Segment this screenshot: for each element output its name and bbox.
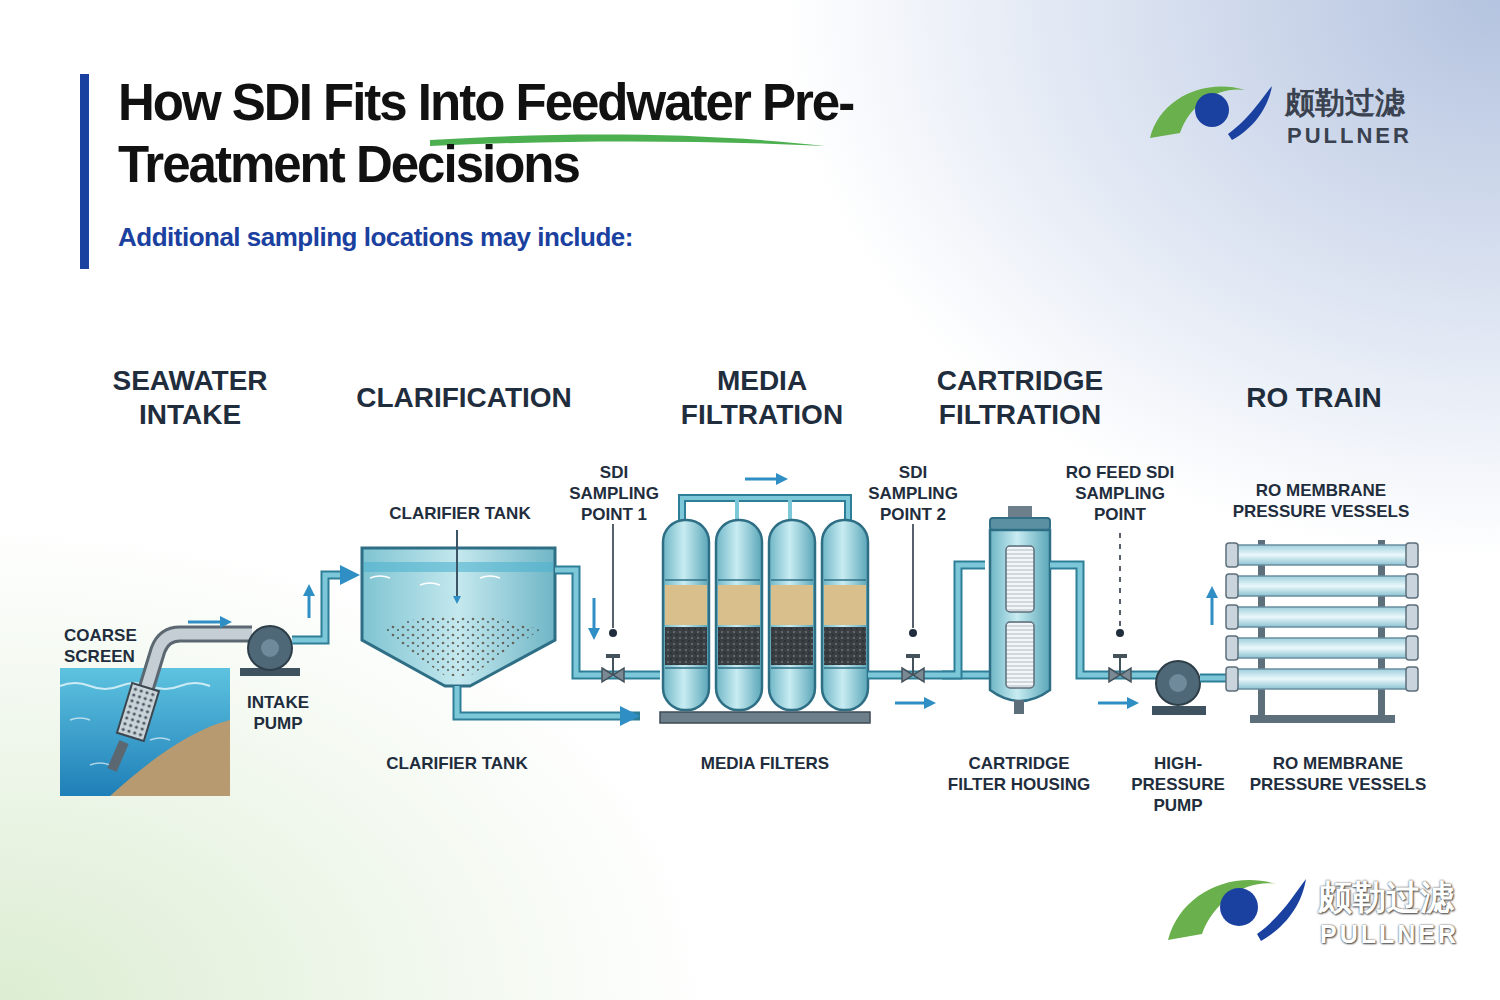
ro-pressure-vessel [1226,574,1238,598]
part-label: HIGH-PRESSURE PUMP [1108,753,1248,816]
ro-pressure-vessel [1226,636,1238,660]
sampling-label: SDI SAMPLING POINT 2 [863,462,963,525]
stage-heading: CARTRIDGE FILTRATION [915,364,1125,432]
media-filter-vessel [771,627,813,665]
part-label: COARSE SCREEN [64,625,144,667]
media-filter-vessel [665,667,707,669]
part-label: RO MEMBRANE PRESSURE VESSELS [1226,480,1416,522]
logo-text: PULLNER [1287,123,1437,149]
media-filter-vessel [718,667,760,669]
media-filter-vessel [824,627,866,665]
ro-pressure-vessel [1232,638,1412,658]
part-label: CLARIFIER TANK [370,503,550,524]
page-subtitle: Additional sampling locations may includ… [118,222,633,253]
sampling-label: SDI SAMPLING POINT 1 [564,462,664,525]
media-filter-vessel [718,585,760,625]
page-title: How SDI Fits Into Feedwater Pre-Treatmen… [118,72,878,196]
media-filter-vessel [824,667,866,669]
ro-pressure-vessel [1406,543,1418,567]
watermark: 颇勒过滤 [1318,878,1488,916]
media-filter-vessel [771,667,813,669]
media-filter-vessel [824,585,866,625]
ro-pressure-vessel [1406,636,1418,660]
media-filter-vessel [824,579,866,581]
stage-heading: MEDIA FILTRATION [662,364,862,432]
ro-pressure-vessel [1232,669,1412,689]
media-filter-vessel [665,627,707,665]
ro-pressure-vessel [1232,576,1412,596]
media-filter-vessel [769,520,815,710]
ro-pressure-vessel [1226,667,1238,691]
stage-heading: SEAWATER INTAKE [95,364,285,432]
part-label: INTAKE PUMP [238,692,318,734]
stage-heading: CLARIFICATION [314,381,614,415]
watermark: PULLNER [1320,920,1490,948]
media-filter-vessel [663,520,709,710]
media-filter-vessel [665,579,707,581]
part-label: CLARIFIER TANK [367,753,547,774]
media-filter-vessel [718,627,760,665]
media-filter-vessel [822,520,868,710]
sampling-label: RO FEED SDI SAMPLING POINT [1053,462,1187,525]
media-filter-vessel [716,520,762,710]
part-label: CARTRIDGE FILTER HOUSING [939,753,1099,795]
ro-pressure-vessel [1406,667,1418,691]
media-filter-vessel [771,579,813,581]
part-label: RO MEMBRANE PRESSURE VESSELS [1243,753,1433,795]
media-filter-vessel [665,585,707,625]
logo-text: 颇勒过滤 [1285,86,1435,120]
ro-pressure-vessel [1406,574,1418,598]
ro-pressure-vessel [1232,607,1412,627]
ro-pressure-vessel [1406,605,1418,629]
ro-pressure-vessel [1226,605,1238,629]
ro-pressure-vessel [1226,543,1238,567]
media-filter-vessel [718,579,760,581]
part-label: MEDIA FILTERS [675,753,855,774]
stage-heading: RO TRAIN [1214,381,1414,415]
ro-pressure-vessel [1232,545,1412,565]
media-filter-vessel [771,585,813,625]
